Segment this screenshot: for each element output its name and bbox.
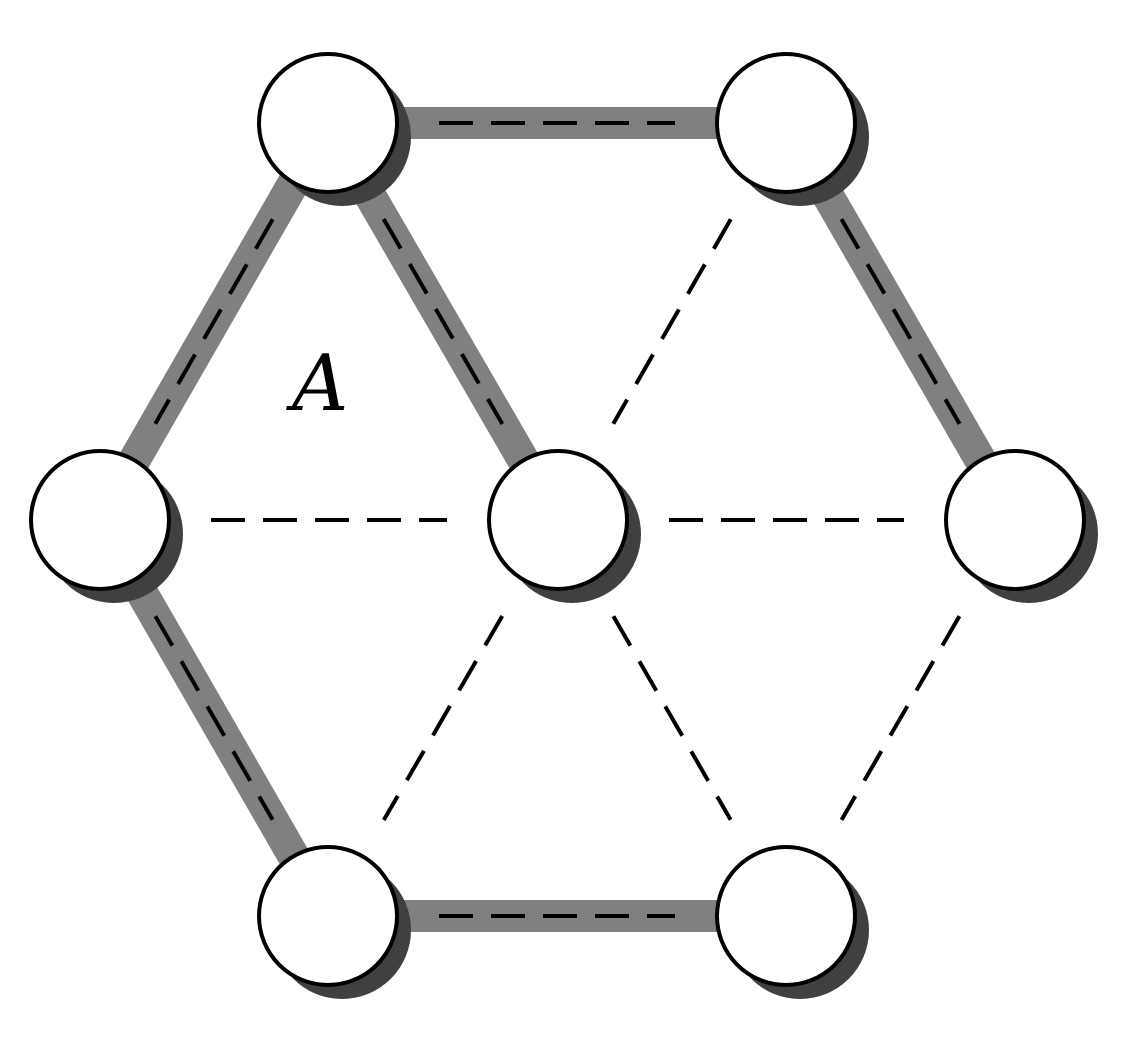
node-circle bbox=[715, 52, 857, 194]
node-left bbox=[29, 449, 183, 603]
node-circle bbox=[487, 449, 629, 591]
edge-dashed-top-left-center bbox=[381, 218, 505, 425]
node-circle bbox=[715, 845, 857, 987]
node-bottom-left bbox=[257, 845, 411, 999]
node-circle bbox=[257, 845, 399, 987]
node-circle bbox=[29, 449, 171, 591]
node-circle bbox=[944, 449, 1086, 591]
edge-dashed-top-left-left bbox=[153, 218, 275, 425]
dashed-edges bbox=[153, 121, 962, 918]
node-top-right bbox=[715, 52, 869, 206]
edge-dashed-top-right-right bbox=[839, 218, 962, 425]
node-bottom-right bbox=[715, 845, 869, 999]
region-label-a: A bbox=[286, 339, 348, 429]
edge-dashed-left-bottom-left bbox=[153, 615, 275, 821]
node-right bbox=[944, 449, 1098, 603]
edge-dashed-center-bottom-right bbox=[611, 615, 733, 821]
edge-dashed-top-right-center bbox=[611, 218, 733, 425]
edge-dashed-center-bottom-left bbox=[382, 614, 504, 822]
graph-nodes bbox=[29, 52, 1098, 999]
node-circle bbox=[257, 52, 399, 194]
edge-dashed-right-bottom-right bbox=[839, 615, 962, 821]
node-top-left bbox=[257, 52, 411, 206]
node-center bbox=[487, 449, 641, 603]
